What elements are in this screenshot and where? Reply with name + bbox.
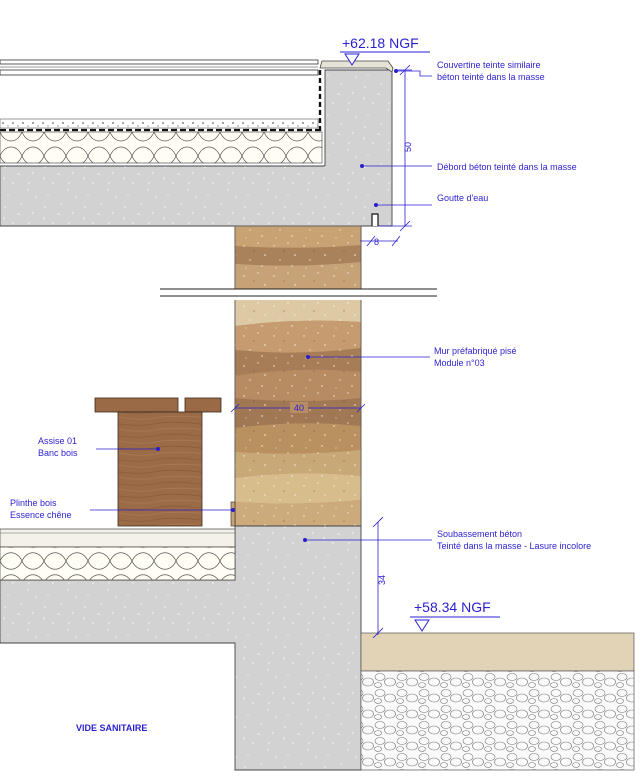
- label-soubassement-line2: Teinté dans la masse - Lasure incolore: [437, 541, 591, 551]
- floor-build-up: [0, 528, 236, 581]
- dimension-plinth-label: 34: [377, 575, 387, 585]
- dimension-goutte: [360, 235, 401, 247]
- label-plinthe-line1: Plinthe bois: [10, 498, 57, 508]
- label-vide-sanitaire: VIDE SANITAIRE: [76, 723, 147, 733]
- label-assise-line2: Banc bois: [38, 448, 78, 458]
- label-assise-line1: Assise 01: [38, 436, 77, 446]
- annotation-leaders: [90, 69, 432, 543]
- label-goutte: Goutte d'eau: [437, 193, 488, 203]
- label-couvertine-line2: béton teinté dans la masse: [437, 72, 545, 82]
- label-mur-line1: Mur préfabriqué pisé: [434, 346, 517, 356]
- drip-groove: [371, 213, 379, 226]
- label-soubassement-line1: Soubassement béton: [437, 529, 522, 539]
- roof-build-up: [0, 59, 323, 164]
- level-top-label: +62.18 NGF: [342, 35, 419, 51]
- label-mur-line2: Module n°03: [434, 358, 485, 368]
- label-plinthe-line2: Essence chêne: [10, 510, 72, 520]
- label-couvertine-line1: Couvertine teinte similaire: [437, 60, 541, 70]
- dimension-plinth: [372, 516, 384, 639]
- wooden-bench: [94, 397, 236, 527]
- label-debord: Débord béton teinté dans la masse: [437, 162, 577, 172]
- dimension-debord: [380, 64, 412, 232]
- dimension-wall-label: 40: [294, 403, 304, 413]
- dimension-debord-label: 50: [403, 142, 413, 152]
- dimension-goutte-label: 8: [374, 237, 379, 247]
- rammed-earth-wall: [150, 225, 450, 527]
- couvertine-coping: [319, 60, 394, 73]
- level-marker-top: +62.18 NGF: [340, 35, 430, 66]
- level-ground-label: +58.34 NGF: [414, 599, 491, 615]
- level-marker-ground: +58.34 NGF: [410, 599, 500, 632]
- exterior-ground: [360, 632, 635, 771]
